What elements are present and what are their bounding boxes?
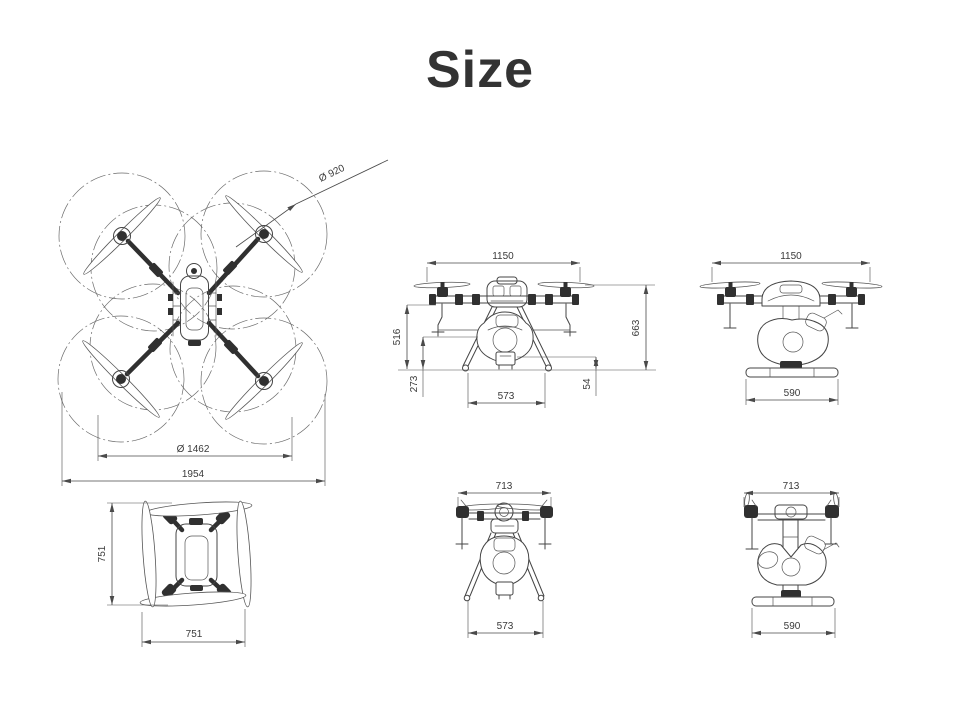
dim-label-folded-height: 751	[97, 545, 108, 562]
front-drone-drawing	[398, 276, 656, 372]
side-drone-drawing	[699, 280, 883, 378]
dim-label-base-590: 590	[784, 388, 801, 399]
folded-airframe	[139, 500, 253, 608]
dim-overall-width: 1954	[61, 392, 326, 486]
dim-height-273: 273	[409, 336, 478, 397]
dim-label-folded-side-width: 713	[783, 481, 800, 492]
dim-folded-width: 751	[141, 609, 246, 647]
dim-label-track-573: 573	[498, 391, 515, 402]
dim-side-width: 1150	[711, 251, 871, 282]
front-view-unfolded: 1150 516 273 54	[392, 251, 656, 408]
page-title: Size	[425, 41, 535, 99]
dim-front-width: 1150	[426, 251, 581, 282]
side-view-folded: 713 590	[743, 481, 840, 638]
dim-folded-height: 751	[97, 502, 172, 606]
dim-label-side-width: 1150	[780, 251, 802, 262]
dim-label-folded-track: 573	[497, 621, 514, 632]
dim-height-516: 516	[392, 304, 436, 369]
dim-label-folded-base: 590	[784, 621, 801, 632]
dim-label-front-width: 1150	[492, 251, 514, 262]
side-folded-drawing	[744, 492, 840, 607]
top-view-unfolded: Ø 920 Ø 1462 1954	[57, 159, 389, 486]
dim-folded-track: 573	[467, 601, 544, 638]
dim-track-573: 573	[467, 373, 546, 408]
airframe-arms	[124, 236, 261, 379]
dim-label-folded-front-width: 713	[496, 481, 513, 492]
dim-label-folded-width: 751	[186, 629, 203, 640]
dim-base-590: 590	[745, 379, 839, 405]
dim-total-height-663: 663	[585, 284, 655, 370]
front-view-folded: 713 573	[455, 481, 553, 638]
dim-label-motor-circle: Ø 1462	[177, 444, 210, 455]
dim-label-height-273: 273	[409, 375, 420, 392]
dim-label-total-height-663: 663	[631, 319, 642, 336]
dim-motor-circle: Ø 1462	[97, 415, 293, 461]
dim-label-overall-width: 1954	[182, 469, 205, 480]
dim-clearance-54: 54	[517, 356, 599, 396]
dim-label-clearance-54: 54	[582, 378, 593, 390]
front-folded-drawing	[455, 499, 553, 602]
center-body	[168, 263, 222, 346]
dim-folded-front-width: 713	[457, 481, 552, 507]
side-view-unfolded: 1150 590	[699, 251, 883, 405]
propeller-blades	[82, 195, 303, 420]
propeller-disc-circles	[57, 170, 328, 445]
dim-label-height-516: 516	[392, 328, 403, 345]
top-view-folded: 751 751	[97, 500, 253, 647]
dim-folded-side-width: 713	[743, 481, 840, 507]
dim-folded-base: 590	[751, 608, 836, 638]
